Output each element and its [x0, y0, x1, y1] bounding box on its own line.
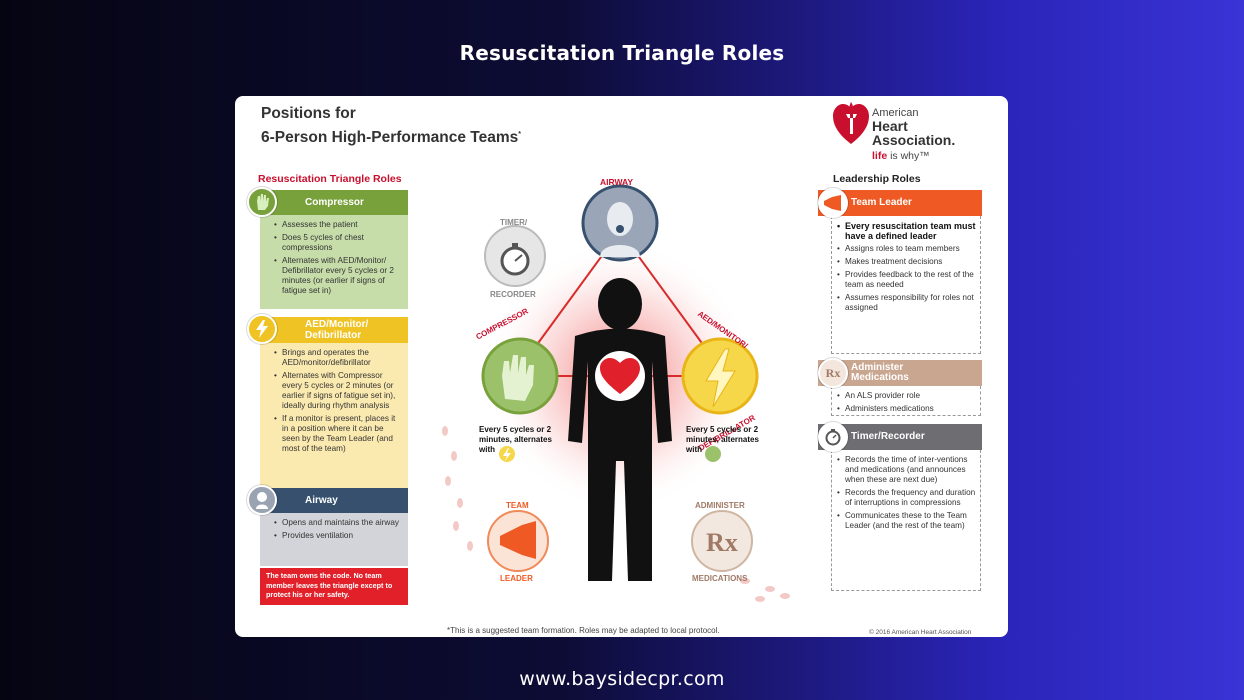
footnote: *This is a suggested team formation. Rol…: [447, 626, 720, 635]
meds-label-bottom: MEDICATIONS: [692, 574, 748, 583]
airway-label: AIRWAY: [600, 177, 633, 187]
aha-tagline-life: life: [872, 150, 888, 162]
timer-label-top: TIMER/: [500, 218, 528, 227]
aed-bullet: Alternates with Compressor every 5 cycle…: [274, 371, 402, 411]
rx-icon: Rx: [818, 358, 848, 388]
meds-bullet: Administers medications: [837, 404, 976, 414]
aed-note-line: Every 5 cycles or 2: [686, 425, 759, 434]
compressor-bullet: Does 5 cycles of chest compressions: [274, 233, 402, 253]
aha-tagline: life is why™: [872, 150, 930, 162]
aed-note-line: with: [686, 445, 702, 454]
footprints: [442, 426, 790, 602]
aha-tagline-rest: is why™: [887, 150, 930, 162]
team-leader-bullet: Provides feedback to the rest of the tea…: [837, 270, 976, 290]
aha-logo: American Heart Association. life is why™: [832, 100, 962, 164]
timer-label-bottom: RECORDER: [490, 290, 536, 299]
role-administer-medications: Rx Administer Medications An ALS provide…: [818, 358, 982, 416]
role-aed: AED/Monitor/ Defibrillator Brings and op…: [247, 314, 408, 488]
triangle-roles-label: Resuscitation Triangle Roles: [258, 173, 402, 185]
timer-title: Timer/Recorder: [851, 431, 925, 442]
leader-label-bottom: LEADER: [500, 574, 533, 583]
aed-bullet: If a monitor is present, places it in a …: [274, 414, 402, 454]
role-timer-recorder: Timer/Recorder Records the time of inter…: [818, 422, 982, 591]
timer-crown: [512, 243, 518, 248]
copyright: © 2016 American Heart Association: [869, 629, 972, 636]
person-silhouette: [568, 278, 672, 581]
alt-aed-mini-bolt: [503, 448, 511, 461]
team-leader-bullet: Assumes responsibility for roles not ass…: [837, 293, 976, 313]
page-title: Resuscitation Triangle Roles: [459, 41, 785, 65]
airway-bullet: Provides ventilation: [274, 531, 402, 541]
meds-title-line2: Medications: [851, 372, 909, 383]
poster-title-line1: Positions for: [261, 105, 356, 122]
poster-title-mark: *: [518, 131, 521, 138]
aha-name-line1: American: [872, 107, 919, 119]
team-leader-title: Team Leader: [851, 197, 912, 208]
leader-node-megaphone-icon: [500, 521, 536, 559]
aed-alternates-note: Every 5 cycles or 2 minutes, alternates …: [686, 425, 759, 455]
timer-hand: [514, 254, 523, 262]
alt-compressor-mini-icon: [705, 446, 721, 462]
stopwatch-icon: [818, 422, 848, 452]
aha-name-line2: Heart: [872, 118, 908, 134]
leadership-roles-label: Leadership Roles: [833, 173, 921, 185]
leader-label-top: TEAM: [506, 501, 529, 510]
airway-bullet: Opens and maintains the airway: [274, 518, 402, 528]
airway-mask-icon: [247, 485, 277, 515]
aha-name-line3: Association.: [872, 132, 956, 148]
role-compressor: Compressor Assesses the patient Does 5 c…: [247, 187, 408, 309]
compressor-note-line: minutes, alternates: [479, 435, 552, 444]
compressor-note-line: Every 5 cycles or 2: [479, 425, 552, 434]
aed-note-line: minutes, alternates: [686, 435, 759, 444]
compressor-note-line: with: [479, 445, 495, 454]
airway-title: Airway: [305, 495, 338, 506]
compressor-node-hand-icon: [502, 355, 534, 401]
timer-bullet: Records the time of inter-ventions and m…: [837, 455, 976, 485]
team-leader-bullet: Makes treatment decisions: [837, 257, 976, 267]
meds-title-line1: Administer: [851, 362, 904, 373]
aed-title-line2: Defibrillator: [305, 330, 362, 341]
heart-icon: [600, 358, 640, 394]
role-team-leader: Team Leader Every resuscitation team mus…: [818, 188, 982, 354]
heart-torch-icon: [833, 102, 869, 144]
meds-label-top: ADMINISTER: [695, 501, 745, 510]
team-leader-bullet: Assigns roles to team members: [837, 244, 976, 254]
aed-bullet: Brings and operates the AED/monitor/defi…: [274, 348, 402, 368]
footer-url[interactable]: www.baysidecpr.com: [519, 668, 725, 690]
aed-node-lightning-icon: [705, 348, 736, 408]
airway-node-face-icon: [600, 202, 640, 257]
meds-node-rx-icon: Rx: [706, 528, 738, 557]
meds-bullet: An ALS provider role: [837, 391, 976, 401]
poster-card: Positions for 6-Person High-Performance …: [235, 96, 1008, 637]
compressor-alternates-note: Every 5 cycles or 2 minutes, alternates …: [479, 425, 552, 455]
aed-title-line1: AED/Monitor/: [305, 319, 369, 330]
poster-title: Positions for 6-Person High-Performance …: [261, 103, 521, 148]
lightning-icon: [247, 314, 277, 344]
meds-node: [691, 510, 753, 572]
timer-bullet: Communicates these to the Team Leader (a…: [837, 511, 976, 531]
team-diagram-svg: Rx AIRWAY COMPRESSOR AED/MONITOR/ DEFIBR…: [442, 177, 790, 602]
hand-icon: [247, 187, 277, 217]
compressor-bullet: Assesses the patient: [274, 220, 402, 230]
airway-mouth: [616, 225, 624, 233]
timer-bullet: Records the frequency and duration of in…: [837, 488, 976, 508]
team-note: The team owns the code. No team member l…: [260, 568, 408, 605]
role-airway: Airway Opens and maintains the airway Pr…: [247, 485, 408, 566]
team-leader-bullet: Every resuscitation team must have a def…: [837, 221, 976, 241]
compressor-title: Compressor: [305, 197, 364, 208]
compressor-bullet: Alternates with AED/Monitor/ Defibrillat…: [274, 256, 402, 296]
megaphone-icon: [818, 188, 848, 218]
team-diagram: Rx AIRWAY COMPRESSOR AED/MONITOR/ DEFIBR…: [430, 171, 815, 616]
poster-title-line2: 6-Person High-Performance Teams: [261, 129, 519, 147]
